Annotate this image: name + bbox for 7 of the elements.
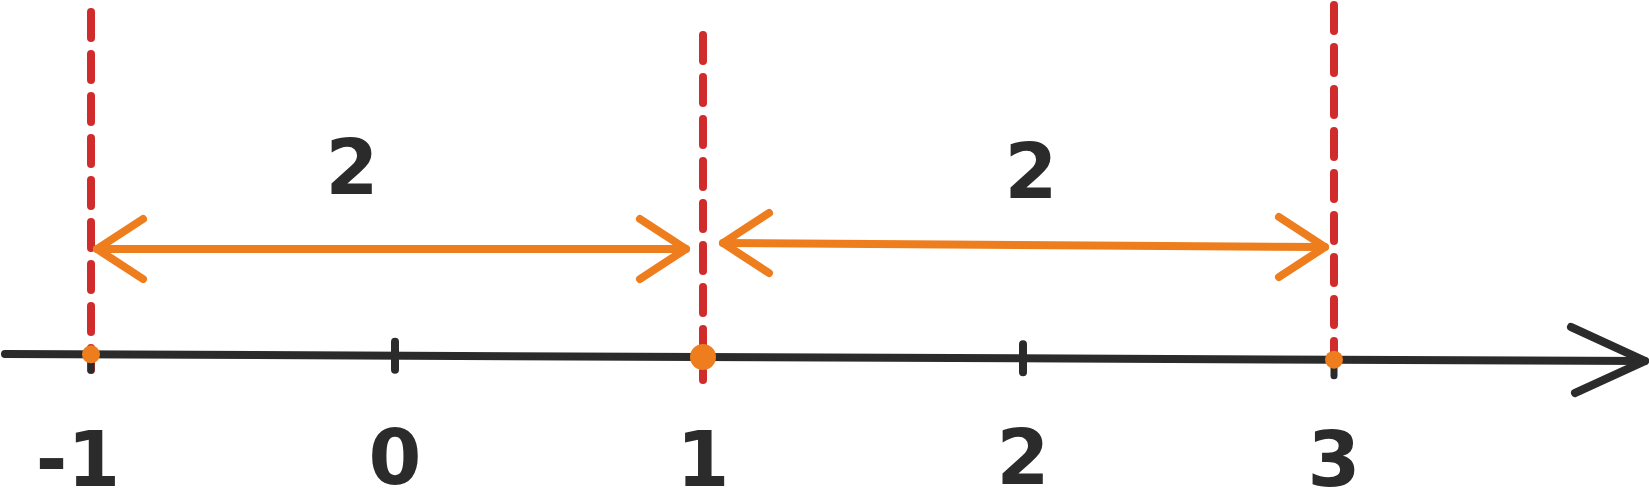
tick-label: -1 (35, 422, 121, 488)
tick-label: 0 (368, 420, 422, 488)
dimension-label: 2 (325, 130, 379, 206)
tick-label: 1 (676, 422, 730, 488)
tick-label: 3 (1307, 422, 1361, 488)
tick-label: 2 (996, 420, 1050, 488)
dimension-label: 2 (1004, 134, 1058, 210)
